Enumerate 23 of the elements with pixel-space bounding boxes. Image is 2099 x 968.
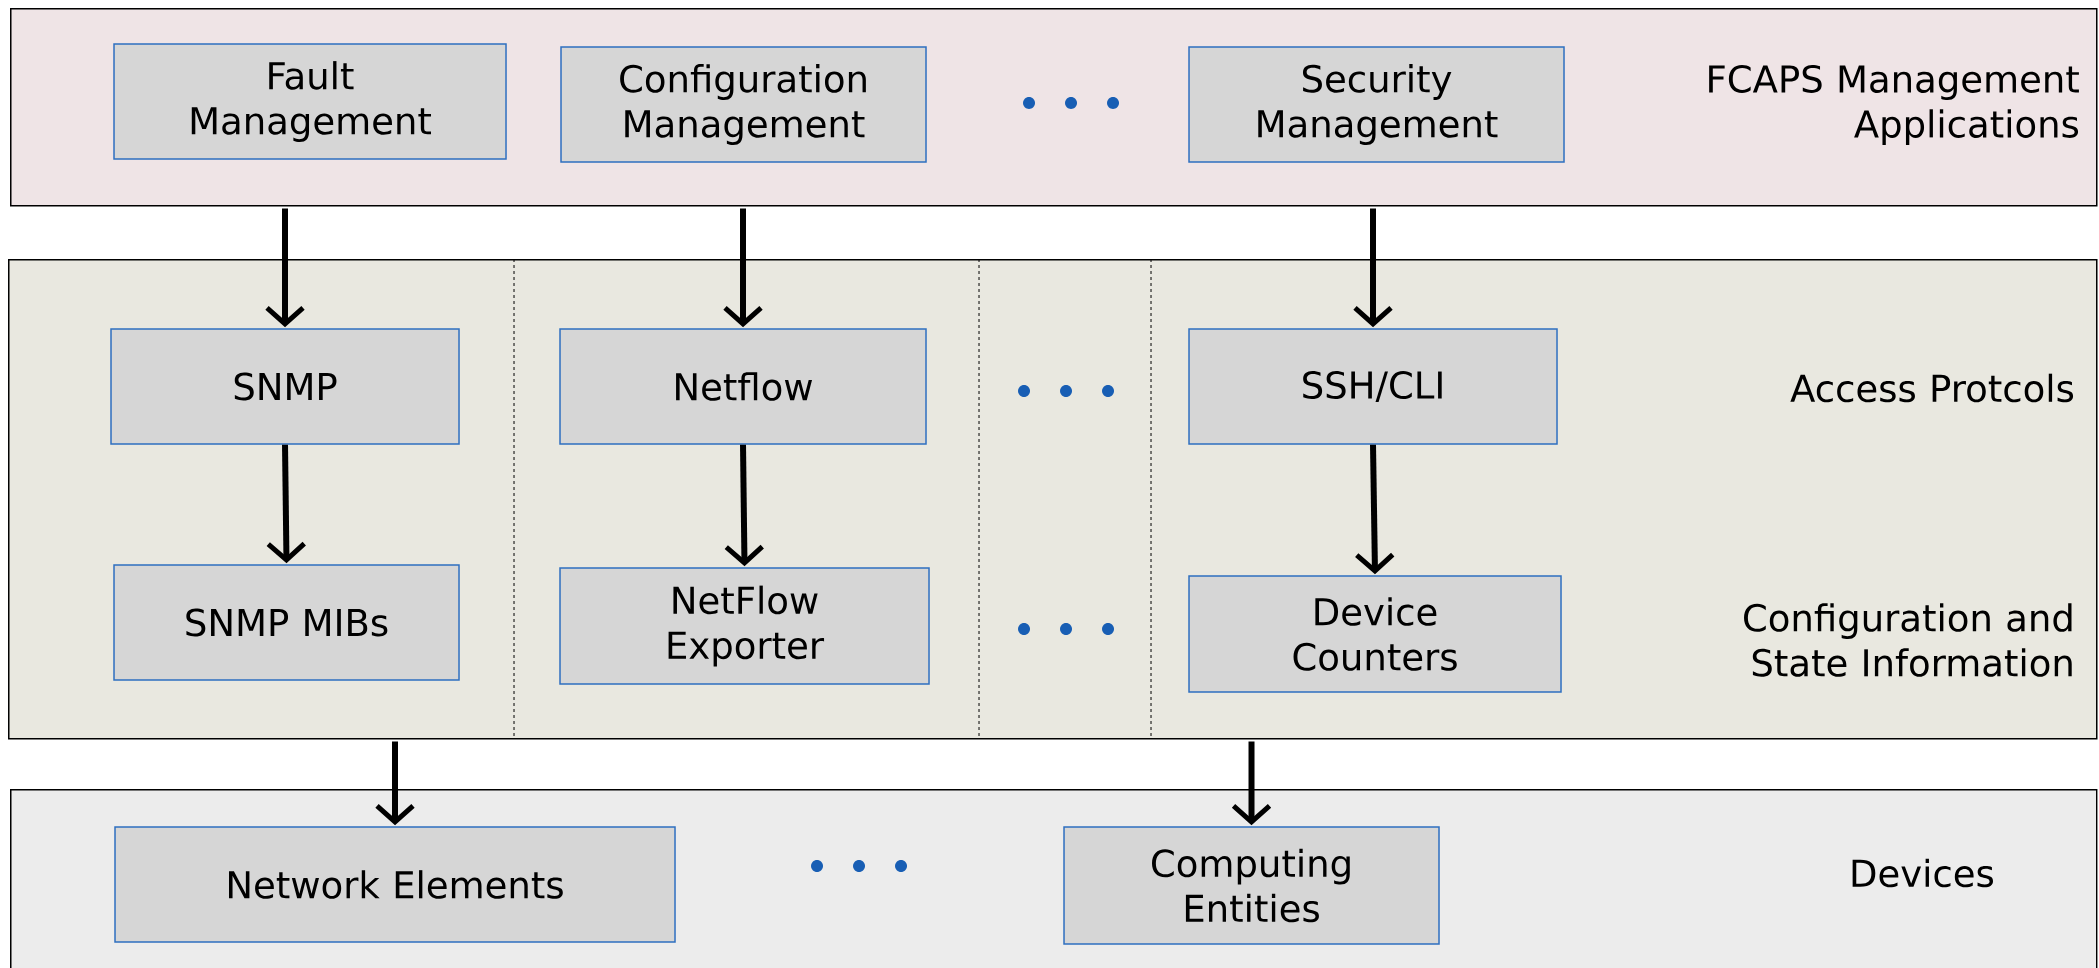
process-box: SNMP	[110, 328, 460, 445]
arrow	[1355, 444, 1395, 575]
process-box: Configuration Management	[560, 46, 927, 163]
process-box: NetFlow Exporter	[559, 567, 930, 685]
arrow	[265, 208, 305, 328]
process-box: SNMP MIBs	[113, 564, 460, 681]
arrow	[266, 444, 306, 564]
process-box: Computing Entities	[1063, 826, 1440, 945]
arrow	[375, 741, 415, 826]
process-box: Security Management	[1188, 46, 1565, 163]
arrow	[724, 444, 764, 567]
process-box: SSH/CLI	[1188, 328, 1558, 445]
band-label: Configuration and State Information	[1744, 603, 2072, 677]
process-box: Netflow	[559, 328, 927, 445]
arrow	[723, 208, 763, 328]
arrow	[1231, 741, 1272, 826]
process-box: Fault Management	[113, 43, 507, 160]
band-label: Devices	[1852, 858, 1993, 888]
band-label: FCAPS Management Applications	[1709, 64, 2079, 146]
band-label: Access Protcols	[1790, 373, 2074, 403]
process-box: Device Counters	[1188, 575, 1562, 693]
process-box: Network Elements	[114, 826, 676, 943]
arrow	[1353, 208, 1393, 328]
